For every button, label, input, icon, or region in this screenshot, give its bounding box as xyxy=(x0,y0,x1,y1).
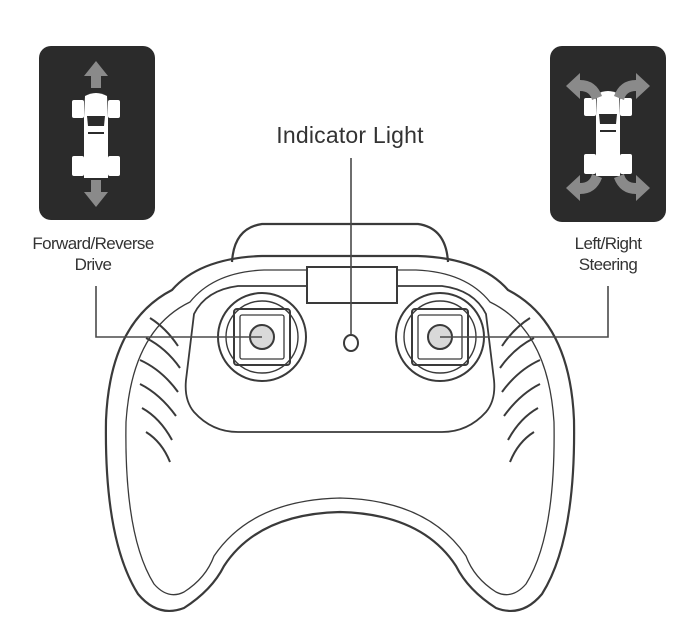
arrow-down-icon xyxy=(84,180,108,207)
indicator-light xyxy=(343,334,359,352)
forward-reverse-label-line2: Drive xyxy=(74,255,112,274)
curved-arrow-up-left-icon xyxy=(566,73,602,100)
steering-label: Left/Right Steering xyxy=(546,233,670,275)
arrow-up-icon xyxy=(84,61,108,88)
steering-label-line2: Steering xyxy=(578,255,638,274)
curved-arrow-down-right-icon xyxy=(614,174,650,201)
curved-arrow-up-right-icon xyxy=(614,73,650,100)
drive-leader-line xyxy=(95,286,262,338)
left-grip-ribs xyxy=(139,317,181,463)
indicator-light-label: Indicator Light xyxy=(276,122,424,148)
forward-reverse-panel xyxy=(39,46,155,220)
controller-body xyxy=(104,222,576,612)
curved-arrow-down-left-icon xyxy=(566,174,602,201)
forward-reverse-label-line1: Forward/Reverse xyxy=(32,234,154,253)
steering-label-line1: Left/Right xyxy=(574,234,642,253)
steering-panel xyxy=(550,46,666,222)
controller-screen xyxy=(306,266,398,304)
right-grip-ribs xyxy=(499,317,541,463)
callout-lines xyxy=(95,158,609,338)
steering-leader-line xyxy=(440,286,609,338)
forward-reverse-label: Forward/Reverse Drive xyxy=(0,233,186,275)
